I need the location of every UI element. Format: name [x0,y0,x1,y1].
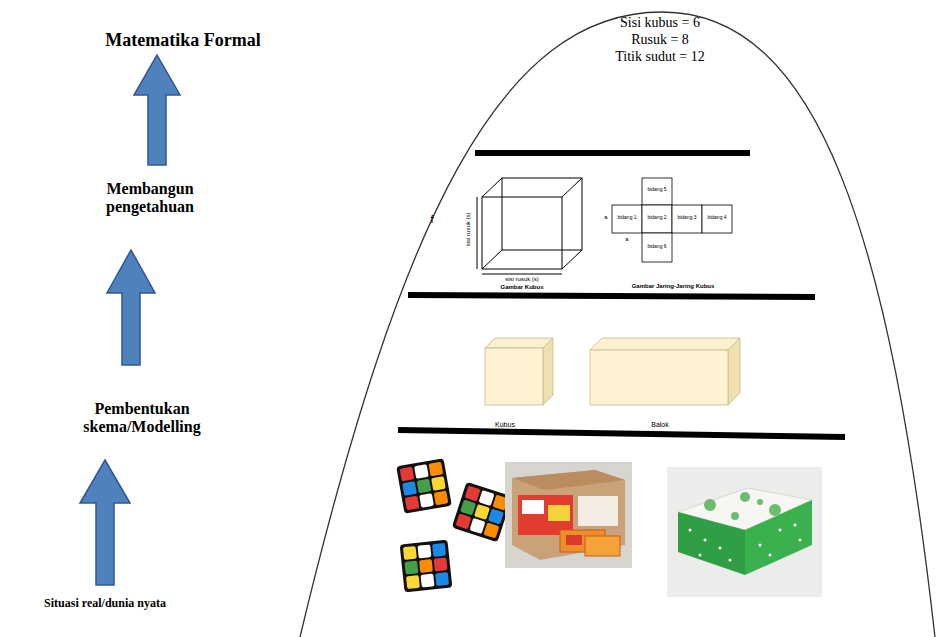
up-arrow [134,55,180,165]
text-label: bidang 5 [647,187,666,193]
text-label: Titik sudut = 12 [615,49,704,65]
text-label: sisi rusuk (s) [505,276,539,283]
level-bar [475,150,750,156]
solid-cube [485,338,553,405]
rubik-cube [400,540,453,593]
text-label: Balok [651,421,669,429]
text-label: s [604,214,607,221]
text-label: Kubus [495,421,515,429]
up-arrow [107,250,155,365]
rubik-cube [396,458,452,514]
rubik-cube [452,482,512,542]
text-label: sisi rusuk (s) [466,212,473,246]
level-bar [408,295,815,297]
text-label: s [625,236,628,243]
text-label: Membangun pengetahuan [85,180,215,217]
text-label: bidang 4 [707,215,726,221]
text-label: f [430,213,433,226]
text-label: Situasi real/dunia nyata [44,597,166,611]
text-label: bidang 3 [677,215,696,221]
rubik-cubes [396,458,512,592]
cube-drawing [477,178,582,274]
text-label: Pembentukan skema/Modelling [67,400,217,437]
cube-net [612,178,732,262]
iceberg-outline [300,12,935,637]
text-label: bidang 1 [617,215,636,221]
text-label: Gambar Kubus [500,284,543,291]
text-label: Sisi kubus = 6 [620,15,700,31]
text-label: Matematika Formal [105,30,260,51]
box-photo [505,462,632,568]
text-label: bidang 2 [647,215,666,221]
up-arrow [80,460,130,585]
text-label: Rusuk = 8 [631,32,689,48]
solid-cuboid [590,338,740,405]
level-bar [398,430,845,437]
gift-box-photo [667,467,822,597]
text-label: bidang 6 [647,244,666,250]
text-label: Gambar Jaring-Jaring Kubus [632,283,715,290]
